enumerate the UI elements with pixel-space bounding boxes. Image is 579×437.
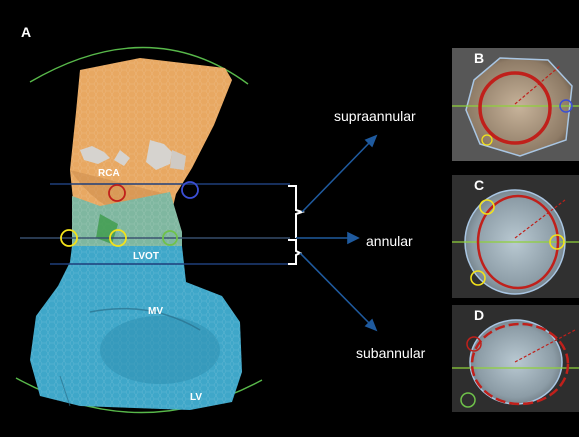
- panel-label-c: C: [474, 177, 484, 193]
- panel-b-image: [452, 48, 579, 161]
- lv-mesh: [30, 246, 242, 410]
- level-bracket: [288, 186, 302, 264]
- panel-label-d: D: [474, 307, 484, 323]
- supraannular-label: supraannular: [334, 108, 416, 124]
- panel-label-a: A: [21, 24, 31, 40]
- subannular-label: subannular: [356, 345, 425, 361]
- rca-label: RCA: [98, 168, 120, 179]
- annular-label: annular: [366, 233, 413, 249]
- panel-c-image: [452, 175, 579, 298]
- level-arrows: [296, 136, 376, 330]
- panel-d-image: [452, 305, 579, 412]
- mv-label: MV: [148, 306, 163, 317]
- panel-label-b: B: [474, 50, 484, 66]
- lv-label: LV: [190, 392, 202, 403]
- lvot-label: LVOT: [133, 251, 159, 262]
